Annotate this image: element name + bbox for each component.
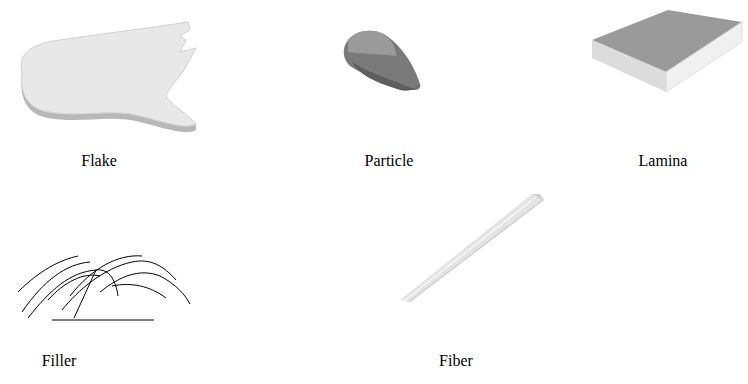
- fiber-shape: [400, 194, 544, 302]
- shape-label: Fiber: [439, 351, 473, 370]
- lamina-shape: [592, 10, 742, 92]
- particle-shape: [344, 31, 421, 91]
- flake-shape: [21, 22, 196, 132]
- shape-label: Lamina: [639, 151, 688, 170]
- shape-label: Filler: [42, 351, 77, 370]
- shape-label: Particle: [365, 151, 414, 170]
- shape-label: Flake: [81, 151, 117, 170]
- filler-lines: [18, 256, 190, 320]
